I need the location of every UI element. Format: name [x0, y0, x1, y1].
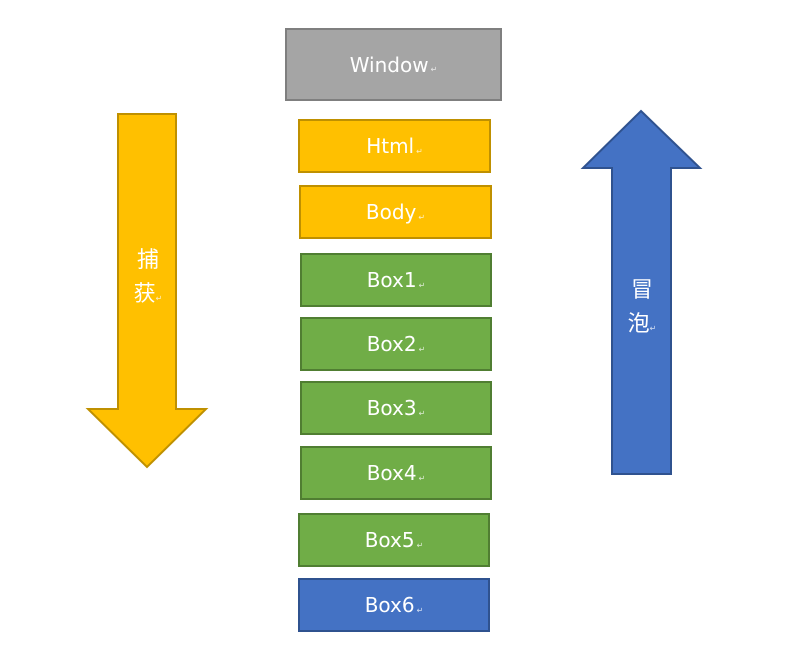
- bubble-label-line2: 泡↵: [622, 308, 662, 346]
- html-box: Html↵: [298, 119, 491, 173]
- box4-box: Box4↵: [300, 446, 492, 500]
- bubble-label-line2-text: 泡: [627, 312, 650, 337]
- capture-label-line2-text: 获: [133, 282, 156, 307]
- paragraph-mark: ↵: [416, 146, 423, 156]
- window-box-label: Window: [349, 52, 429, 77]
- paragraph-mark: ↵: [416, 540, 424, 550]
- capture-arrow: [85, 113, 209, 469]
- paragraph-mark: ↵: [418, 408, 426, 418]
- box2-box-label: Box2: [366, 332, 417, 356]
- body-box: Body↵: [299, 185, 492, 239]
- box1-box: Box1↵: [300, 253, 492, 307]
- body-box-label: Body: [365, 200, 417, 224]
- paragraph-mark: ↵: [430, 65, 438, 74]
- paragraph-mark: ↵: [418, 473, 426, 483]
- bubble-arrow: [580, 109, 703, 475]
- box5-box: Box5↵: [298, 513, 490, 567]
- box2-box: Box2↵: [300, 317, 492, 371]
- capture-label-line2: 获↵: [128, 278, 168, 316]
- paragraph-mark: ↵: [418, 212, 426, 222]
- box1-box-label: Box1: [366, 268, 417, 292]
- paragraph-mark: ↵: [649, 324, 657, 333]
- box4-box-label: Box4: [366, 461, 417, 485]
- capture-label: 捕 获↵: [128, 244, 168, 316]
- box6-box-label: Box6: [364, 593, 415, 617]
- bubble-label-line1: 冒: [630, 278, 653, 303]
- paragraph-mark: ↵: [155, 294, 163, 303]
- capture-label-line1: 捕: [136, 248, 159, 273]
- window-box: Window↵: [285, 28, 502, 101]
- box3-box: Box3↵: [300, 381, 492, 435]
- box6-box: Box6↵: [298, 578, 490, 632]
- paragraph-mark: ↵: [418, 344, 426, 354]
- box5-box-label: Box5: [364, 528, 415, 552]
- box3-box-label: Box3: [366, 396, 417, 420]
- paragraph-mark: ↵: [416, 605, 424, 615]
- bubble-label: 冒 泡↵: [622, 274, 662, 346]
- paragraph-mark: ↵: [418, 280, 426, 290]
- html-box-label: Html: [366, 134, 415, 158]
